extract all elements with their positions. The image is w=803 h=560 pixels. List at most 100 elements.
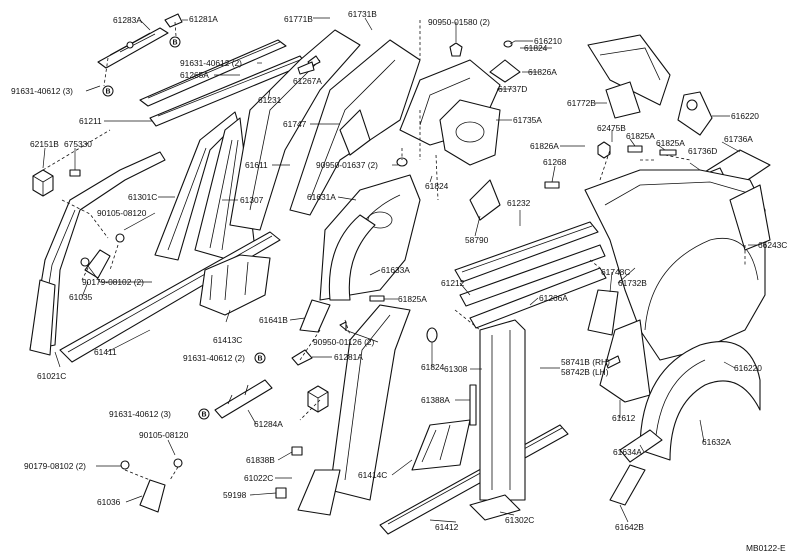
part-label: 61824 — [524, 43, 548, 53]
badge-b-2: B — [102, 85, 114, 97]
part-label: 61265A — [180, 70, 209, 80]
part-label: 61633A — [381, 265, 410, 275]
part-label: 61612 — [612, 413, 636, 423]
part-labels: 61283A 61281A 61771B 61731B 90950-01580 … — [11, 9, 787, 532]
part-label: 61414C — [358, 470, 387, 480]
part-label: 61021C — [37, 371, 66, 381]
roof-side-rail-61265a — [139, 39, 287, 107]
part-label: 61284A — [254, 419, 283, 429]
badge-b-3: B — [254, 352, 266, 364]
back-panel-lower-61735a — [439, 99, 501, 166]
part-label: 61825A — [398, 294, 427, 304]
lock-pillar-61022c — [297, 469, 341, 516]
part-label: 61825A — [626, 131, 655, 141]
part-label: 61308 — [444, 364, 468, 374]
extension-61642b — [609, 464, 646, 506]
part-label: 61281A — [334, 352, 363, 362]
bracket-61281a-lower — [291, 349, 313, 366]
part-label: 616220 — [731, 111, 759, 121]
part-label: 58741B (RH) — [561, 357, 610, 367]
part-label: 61634A — [613, 447, 642, 457]
part-label: 61825A — [656, 138, 685, 148]
seal-62475b — [597, 141, 611, 159]
part-label: 61211 — [79, 116, 102, 126]
bracket-58790 — [469, 179, 501, 221]
extension-61641b — [299, 299, 331, 333]
part-label: 61631A — [307, 192, 336, 202]
part-label: 61022C — [244, 473, 273, 483]
part-label: 61826A — [530, 141, 559, 151]
part-label: 61035 — [69, 292, 93, 302]
part-label: 61302C — [505, 515, 534, 525]
part-label: 90179-08102 (2) — [24, 461, 86, 471]
part-label: 59198 — [223, 490, 247, 500]
floor-member-61212 — [459, 244, 606, 307]
part-label: 61737D — [498, 84, 527, 94]
part-label: 61281A — [189, 14, 218, 24]
part-label: 91631-40612 (2) — [180, 58, 242, 68]
part-label: 616220 — [734, 363, 762, 373]
part-label: 61735A — [513, 115, 542, 125]
part-label: 61411 — [94, 347, 117, 357]
diagram-code: MB0122-E — [746, 543, 786, 553]
part-label: 61412 — [435, 522, 459, 532]
svg-text:B: B — [105, 89, 110, 96]
rocker-61412 — [379, 424, 569, 535]
badge-b-4: B — [198, 408, 210, 420]
svg-text:B: B — [201, 412, 206, 419]
part-label: 58742B (LH) — [561, 367, 609, 377]
seal-62151b — [32, 169, 54, 197]
bracket-61035 — [84, 249, 111, 279]
fasteners — [80, 40, 677, 499]
part-label: 61732B — [618, 278, 647, 288]
part-label: 61388A — [421, 395, 450, 405]
part-label: 61301C — [128, 192, 157, 202]
bracket-61036 — [139, 479, 166, 513]
rear-pillar-lower-61302c — [469, 494, 521, 521]
floor-member-61232 — [454, 221, 599, 283]
rear-pillar-61308 — [479, 319, 526, 501]
part-label: 61268 — [543, 157, 567, 167]
seal-625530 — [307, 385, 329, 413]
part-label: 61731B — [348, 9, 377, 19]
part-label: 61307 — [240, 195, 264, 205]
roof-side-inner-61231 — [229, 29, 361, 231]
part-label: 61413C — [213, 335, 242, 345]
part-label: 61736D — [688, 146, 717, 156]
roof-rail-reinforcement-61283a — [97, 27, 169, 69]
bracket-61281a-top — [164, 13, 183, 28]
part-label: 61611 — [245, 160, 268, 170]
part-label: 61641B — [259, 315, 288, 325]
part-label: 91631-40612 (3) — [109, 409, 171, 419]
part-label: 90105-08120 — [139, 430, 189, 440]
inner-panel-61388a — [411, 419, 471, 471]
part-label: 616210 — [534, 36, 562, 46]
wheelhouse-outer-61632a — [639, 341, 761, 461]
part-label: 675330 — [64, 139, 92, 149]
svg-text:B: B — [172, 40, 177, 47]
part-label: 61267A — [293, 76, 322, 86]
part-label: 61748C — [601, 267, 630, 277]
part-label: 61266A — [539, 293, 568, 303]
seal-675330 — [69, 169, 81, 177]
bracket-616220-top — [677, 91, 713, 136]
center-body-pillar-61414c — [329, 304, 411, 501]
badge-b-markers: B B B B — [102, 36, 266, 420]
part-label: 62475B — [597, 123, 626, 133]
bracket-61284a — [214, 379, 273, 419]
part-label: 91631-40612 (3) — [11, 86, 73, 96]
part-label: 61824 — [421, 362, 445, 372]
part-label: 61231 — [258, 95, 282, 105]
gusset-61772b — [605, 81, 641, 119]
extension-61634a — [619, 429, 663, 463]
part-label: 61642B — [615, 522, 644, 532]
part-label: 61824 — [425, 181, 449, 191]
front-pillar-61021c — [29, 151, 166, 356]
part-label: 61036 — [97, 497, 121, 507]
part-label: 90950-01637 (2) — [316, 160, 378, 170]
part-label: 90179-08102 (2) — [82, 277, 144, 287]
part-label: 61283A — [113, 15, 142, 25]
svg-text:B: B — [257, 356, 262, 363]
part-label: 90950-01126 (2) — [313, 337, 375, 347]
part-label: 61771B — [284, 14, 313, 24]
